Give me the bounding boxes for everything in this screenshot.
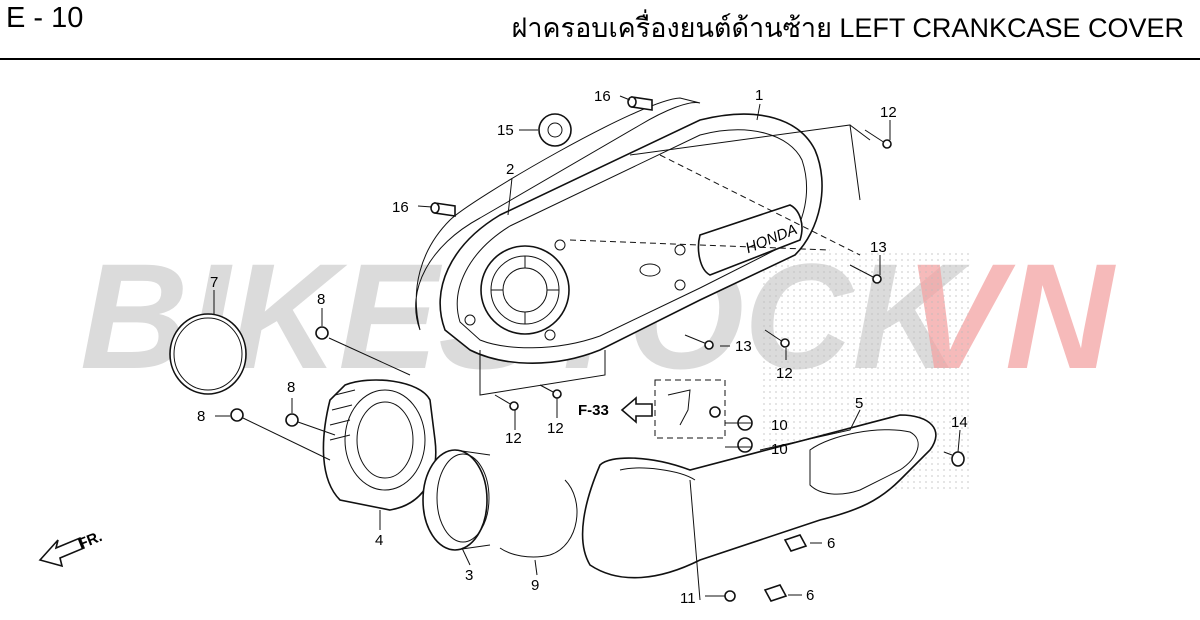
part-duct-ring [422, 449, 491, 551]
label-12c: 12 [505, 430, 522, 447]
part-bolt-14 [943, 451, 965, 467]
label-6a: 6 [827, 535, 835, 552]
part-lower-cover [581, 414, 937, 579]
part-o-ring [169, 313, 247, 395]
alignment-line-b [659, 154, 861, 256]
label-8b: 8 [287, 379, 295, 396]
reference-code: F-33 [578, 402, 609, 419]
part-grommet-10b [737, 437, 753, 453]
label-16a: 16 [594, 88, 611, 105]
label-12a: 12 [880, 104, 897, 121]
part-clip-6a [783, 534, 808, 552]
label-5: 5 [855, 395, 863, 412]
part-labels: 1 2 3 4 5 6 6 7 8 8 8 9 10 10 11 12 12 1… [197, 87, 968, 607]
part-clip-6b [763, 584, 788, 602]
part-bearing [538, 113, 572, 147]
label-1: 1 [755, 87, 763, 104]
header: E - 10 ฝาครอบเครื่องยนต์ด้านซ้าย LEFT CR… [0, 0, 1200, 60]
label-13b: 13 [735, 338, 752, 355]
header-rule [0, 58, 1200, 60]
label-3: 3 [465, 567, 473, 584]
label-8c: 8 [197, 408, 205, 425]
label-10a: 10 [771, 417, 788, 434]
label-4: 4 [375, 532, 383, 549]
label-14: 14 [951, 414, 968, 431]
diagram-title: ฝาครอบเครื่องยนต์ด้านซ้าย LEFT CRANKCASE… [511, 13, 1184, 43]
label-8a: 8 [317, 291, 325, 308]
bolts [494, 129, 892, 411]
leader-lines [213, 95, 961, 601]
part-left-crankcase-cover: HONDA [439, 113, 823, 364]
part-grommet-1 [315, 326, 329, 340]
alignment-line-a [569, 239, 831, 251]
part-grommet-2 [285, 413, 299, 427]
part-grommet-3 [230, 408, 244, 422]
label-11: 11 [680, 590, 696, 607]
label-12d: 12 [547, 420, 564, 437]
part-dowel-collar-top [627, 96, 653, 111]
direction-label: FR. [76, 528, 105, 553]
label-12b: 12 [776, 365, 793, 382]
part-dowel-collar-left [430, 202, 456, 217]
label-15: 15 [497, 122, 514, 139]
label-7: 7 [210, 274, 218, 291]
watermark: BIKESTOCK VN [80, 232, 1116, 490]
part-gasket [415, 97, 701, 331]
label-10b: 10 [771, 441, 788, 458]
label-2: 2 [506, 161, 514, 178]
bracket-bottom [479, 350, 606, 396]
reference-f33: F-33 [578, 379, 726, 439]
label-6b: 6 [806, 587, 814, 604]
bracket-top [629, 124, 871, 201]
part-bolt-11 [705, 590, 736, 602]
label-9: 9 [531, 577, 539, 594]
front-direction-arrow: FR. [38, 528, 105, 568]
label-13a: 13 [870, 239, 887, 256]
part-fan-cover [322, 379, 437, 511]
part-clip [499, 479, 578, 558]
label-16b: 16 [392, 199, 409, 216]
diagram-code: E - 10 [6, 2, 84, 34]
